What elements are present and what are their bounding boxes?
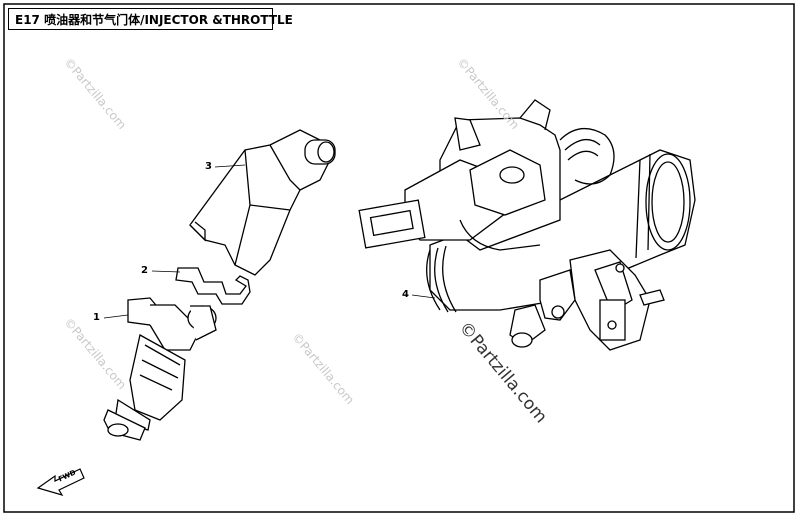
diagram-title-box: E17 喷油器和节气门体/INJECTOR &THROTTLE <box>8 8 293 30</box>
part-3-connector-cover[interactable] <box>189 129 336 276</box>
callout-3[interactable]: 3 <box>205 161 212 172</box>
callout-2[interactable]: 2 <box>141 265 148 276</box>
part-4-throttle-body[interactable] <box>358 99 696 351</box>
part-2-seal[interactable] <box>175 267 251 305</box>
outer-border <box>3 3 795 513</box>
callout-4[interactable]: 4 <box>402 289 409 300</box>
diagram-title: E17 喷油器和节气门体/INJECTOR &THROTTLE <box>15 12 293 27</box>
callout-1[interactable]: 1 <box>93 312 100 323</box>
leader-lines <box>103 164 436 319</box>
part-1-injector[interactable] <box>103 297 217 441</box>
fwd-arrow-icon <box>36 468 85 497</box>
